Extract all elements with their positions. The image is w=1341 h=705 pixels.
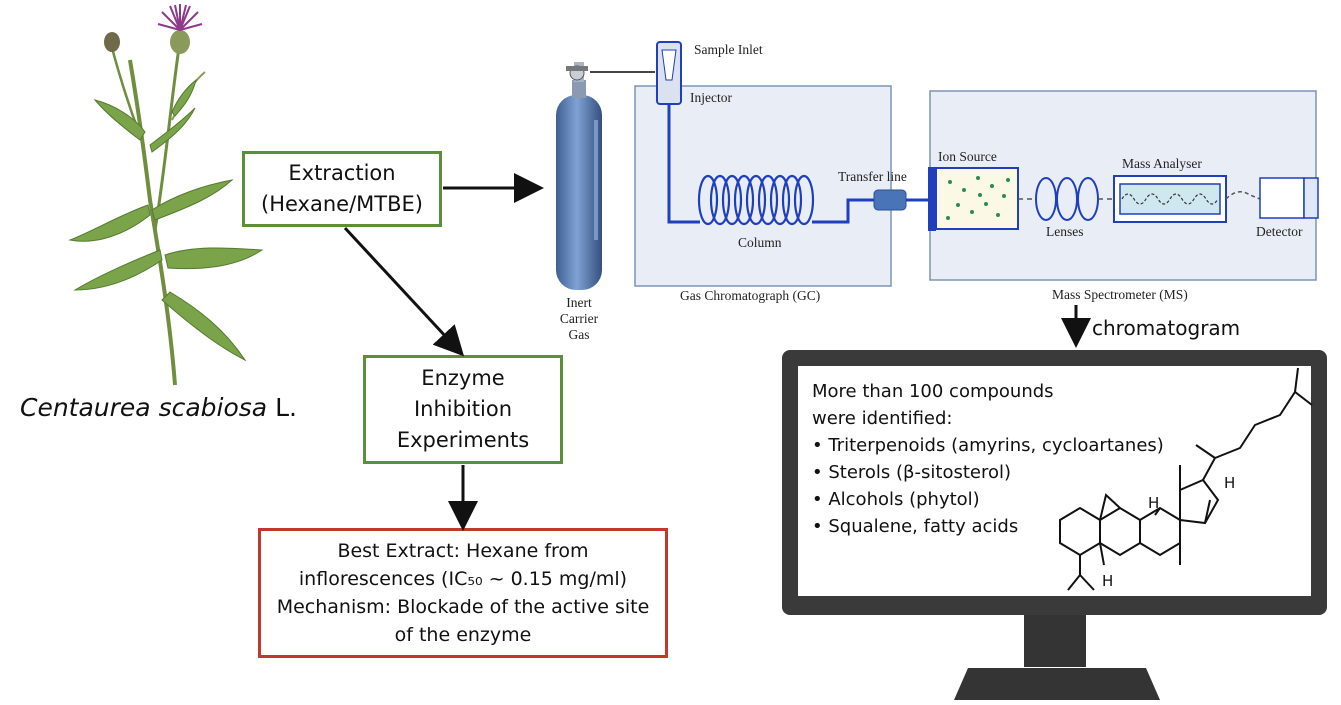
- chromatogram-label: chromatogram: [1092, 316, 1241, 340]
- best-line-1: Best Extract: Hexane from: [337, 540, 589, 562]
- detector-label: Detector: [1256, 224, 1303, 239]
- h-label-1: H: [1148, 494, 1160, 512]
- h-label-2: H: [1224, 474, 1236, 492]
- mass-analyser: [1113, 175, 1227, 223]
- gas-cylinder: [556, 62, 655, 290]
- gas-line-2: Carrier: [559, 311, 599, 326]
- extraction-line-2: (Hexane/MTBE): [261, 192, 423, 216]
- detector: [1259, 177, 1319, 219]
- best-line-2: inflorescences (IC₅₀ ~ 0.15 mg/ml): [298, 568, 628, 590]
- mass-analyser-label: Mass Analyser: [1122, 156, 1202, 171]
- compounds-line-1: More than 100 compounds: [812, 381, 1054, 402]
- ion-source-label: Ion Source: [938, 149, 997, 164]
- best-line-4: of the enzyme: [394, 624, 532, 646]
- enzyme-line-3: Experiments: [396, 428, 530, 452]
- ms-label: Mass Spectrometer (MS): [1052, 287, 1188, 302]
- gas-line-3: Gas: [568, 327, 590, 342]
- column-label: Column: [738, 235, 782, 250]
- compounds-line-5: • Alcohols (phytol): [812, 489, 980, 510]
- injector-label: Injector: [690, 90, 732, 105]
- gas-line-1: Inert: [566, 295, 592, 310]
- carrier-gas-label: Inert Carrier Gas: [556, 295, 602, 343]
- compounds-line-4: • Sterols (β-sitosterol): [812, 462, 1012, 483]
- transfer-line-label: Transfer line: [838, 169, 907, 184]
- lenses-label: Lenses: [1046, 224, 1084, 239]
- enzyme-inhibition-box: Enzyme Inhibition Experiments: [363, 355, 563, 464]
- extraction-line-1: Extraction: [288, 161, 396, 185]
- h-label-3: H: [1102, 572, 1114, 590]
- species-name: Centaurea scabiosa L.: [20, 393, 297, 422]
- species-binomial: Centaurea scabiosa: [20, 393, 268, 422]
- compounds-line-6: • Squalene, fatty acids: [812, 516, 1019, 537]
- compounds-line-3: • Triterpenoids (amyrins, cycloartanes): [812, 435, 1164, 456]
- ion-source: [928, 167, 1019, 231]
- enzyme-line-2: Inhibition: [413, 397, 513, 421]
- plant-illustration: [68, 4, 264, 386]
- sample-inlet-label: Sample Inlet: [694, 42, 763, 57]
- species-authority: L.: [267, 393, 297, 422]
- transfer-line-block: [873, 189, 907, 211]
- arrow-extraction-to-enzyme: [343, 226, 465, 357]
- gc-label: Gas Chromatograph (GC): [680, 288, 821, 303]
- steroid-structure: [1059, 367, 1313, 591]
- enzyme-line-1: Enzyme: [421, 366, 505, 390]
- monitor: [782, 350, 1327, 700]
- extraction-box: Extraction (Hexane/MTBE): [242, 151, 442, 227]
- best-line-3: Mechanism: Blockade of the active site: [276, 596, 650, 618]
- injector: [656, 41, 682, 105]
- column-coil: [697, 174, 815, 226]
- compounds-line-2: were identified:: [812, 408, 953, 429]
- compounds-list: More than 100 compounds were identified:…: [812, 378, 1164, 540]
